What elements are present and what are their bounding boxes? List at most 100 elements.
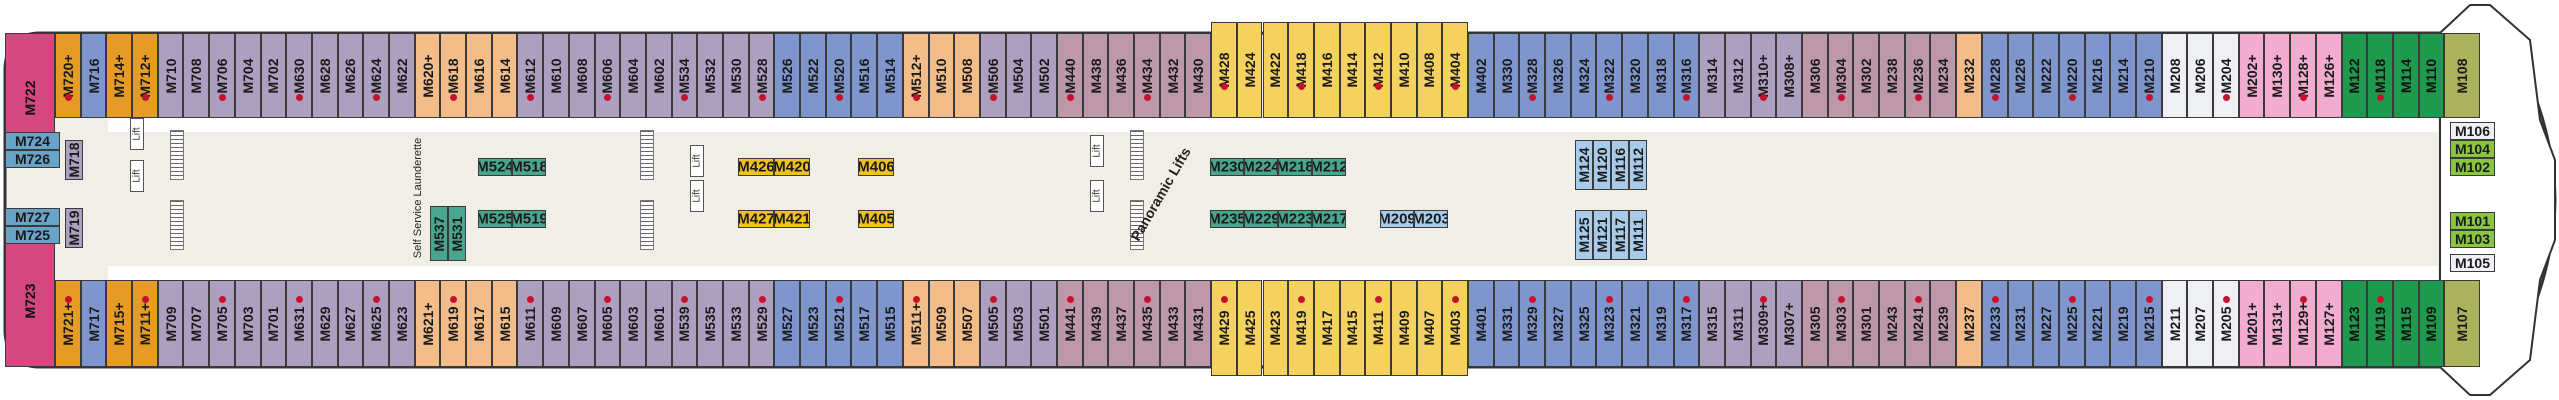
cabin-m436[interactable]: M436 (1108, 33, 1135, 118)
cabin-m224[interactable]: M224 (1244, 158, 1278, 176)
cabin-m440[interactable]: M440 (1056, 33, 1083, 118)
cabin-m531[interactable]: M531 (448, 206, 466, 261)
cabin-m720[interactable]: M720+ (55, 33, 81, 118)
cabin-m725[interactable]: M725 (5, 226, 60, 244)
cabin-m403[interactable]: M403 (1442, 280, 1469, 376)
cabin-m716[interactable]: M716 (80, 33, 107, 118)
cabin-m523[interactable]: M523 (800, 280, 826, 367)
cabin-m310[interactable]: M310+ (1750, 33, 1777, 118)
cabin-m411[interactable]: M411 (1365, 280, 1391, 376)
cabin-m437[interactable]: M437 (1108, 280, 1135, 367)
cabin-m239[interactable]: M239 (1930, 280, 1957, 367)
cabin-m423[interactable]: M423 (1262, 280, 1289, 376)
cabin-m629[interactable]: M629 (311, 280, 338, 367)
cabin-m238[interactable]: M238 (1879, 33, 1905, 118)
cabin-m404[interactable]: M404 (1442, 22, 1469, 118)
cabin-m218[interactable]: M218 (1278, 158, 1312, 176)
cabin-m104[interactable]: M104 (2450, 140, 2495, 158)
cabin-m618[interactable]: M618 (440, 33, 467, 118)
cabin-m327[interactable]: M327 (1545, 280, 1571, 367)
cabin-m421[interactable]: M421 (774, 210, 810, 228)
cabin-m727[interactable]: M727 (5, 208, 60, 226)
cabin-m527[interactable]: M527 (774, 280, 801, 367)
cabin-m726[interactable]: M726 (5, 150, 60, 168)
cabin-m120[interactable]: M120 (1593, 140, 1611, 190)
cabin-m427[interactable]: M427 (738, 210, 774, 228)
cabin-m324[interactable]: M324 (1570, 33, 1597, 118)
cabin-m210[interactable]: M210 (2136, 33, 2162, 118)
cabin-m316[interactable]: M316 (1673, 33, 1700, 118)
cabin-m419[interactable]: M419 (1288, 280, 1314, 376)
cabin-m608[interactable]: M608 (568, 33, 595, 118)
cabin-m609[interactable]: M609 (543, 280, 569, 367)
cabin-m422[interactable]: M422 (1262, 22, 1289, 118)
cabin-m232[interactable]: M232 (1956, 33, 1982, 118)
cabin-m510[interactable]: M510 (928, 33, 955, 118)
cabin-m308[interactable]: M308+ (1776, 33, 1803, 118)
cabin-m317[interactable]: M317 (1673, 280, 1700, 367)
cabin-m211[interactable]: M211 (2161, 280, 2188, 367)
cabin-m233[interactable]: M233 (1981, 280, 2008, 367)
cabin-m412[interactable]: M412 (1365, 22, 1391, 118)
cabin-m105[interactable]: M105 (2450, 254, 2495, 272)
cabin-m243[interactable]: M243 (1879, 280, 1905, 367)
cabin-m303[interactable]: M303 (1827, 280, 1854, 367)
cabin-m704[interactable]: M704 (234, 33, 261, 118)
cabin-m314[interactable]: M314 (1699, 33, 1725, 118)
cabin-m405[interactable]: M405 (858, 210, 894, 228)
cabin-m509[interactable]: M509 (928, 280, 955, 367)
cabin-m118[interactable]: M118 (2367, 33, 2393, 118)
cabin-m602[interactable]: M602 (645, 33, 672, 118)
cabin-m122[interactable]: M122 (2341, 33, 2368, 118)
cabin-m627[interactable]: M627 (337, 280, 364, 367)
cabin-m631[interactable]: M631 (286, 280, 312, 367)
cabin-m424[interactable]: M424 (1236, 22, 1263, 118)
cabin-m102[interactable]: M102 (2450, 158, 2495, 176)
cabin-m715[interactable]: M715+ (106, 280, 133, 367)
cabin-m319[interactable]: M319 (1647, 280, 1674, 367)
cabin-m535[interactable]: M535 (697, 280, 723, 367)
cabin-m408[interactable]: M408 (1416, 22, 1443, 118)
cabin-m117[interactable]: M117 (1611, 210, 1629, 260)
cabin-m235[interactable]: M235 (1210, 210, 1244, 228)
cabin-m626[interactable]: M626 (337, 33, 364, 118)
cabin-m622[interactable]: M622 (388, 33, 415, 118)
cabin-m401[interactable]: M401 (1468, 280, 1494, 367)
cabin-m611[interactable]: M611 (517, 280, 544, 367)
cabin-m323[interactable]: M323 (1596, 280, 1623, 367)
cabin-m603[interactable]: M603 (620, 280, 646, 367)
cabin-m621[interactable]: M621+ (414, 280, 441, 367)
cabin-m131[interactable]: M131+ (2264, 280, 2291, 367)
cabin-m305[interactable]: M305 (1802, 280, 1828, 367)
cabin-m406[interactable]: M406 (858, 158, 894, 176)
cabin-m708[interactable]: M708 (183, 33, 210, 118)
cabin-m525[interactable]: M525 (478, 210, 512, 228)
cabin-m326[interactable]: M326 (1545, 33, 1571, 118)
cabin-m331[interactable]: M331 (1493, 280, 1520, 367)
cabin-m126[interactable]: M126+ (2315, 33, 2342, 118)
cabin-m425[interactable]: M425 (1236, 280, 1263, 376)
cabin-m516[interactable]: M516 (851, 33, 878, 118)
cabin-m302[interactable]: M302 (1853, 33, 1880, 118)
cabin-m706[interactable]: M706 (209, 33, 235, 118)
cabin-m606[interactable]: M606 (594, 33, 621, 118)
cabin-m524[interactable]: M524 (478, 158, 512, 176)
cabin-m225[interactable]: M225 (2058, 280, 2085, 367)
cabin-m402[interactable]: M402 (1468, 33, 1494, 118)
cabin-m107[interactable]: M107 (2444, 280, 2480, 367)
cabin-m109[interactable]: M109 (2418, 280, 2445, 367)
cabin-m241[interactable]: M241 (1904, 280, 1931, 367)
cabin-m112[interactable]: M112 (1629, 140, 1647, 190)
cabin-m228[interactable]: M228 (1981, 33, 2008, 118)
cabin-m309[interactable]: M309+ (1750, 280, 1777, 367)
cabin-m203[interactable]: M203 (1414, 210, 1448, 228)
cabin-m433[interactable]: M433 (1159, 280, 1186, 367)
cabin-m719[interactable]: M719 (65, 208, 83, 248)
cabin-m209[interactable]: M209 (1380, 210, 1414, 228)
cabin-m121[interactable]: M121 (1593, 210, 1611, 260)
cabin-m435[interactable]: M435 (1134, 280, 1160, 367)
cabin-m534[interactable]: M534 (671, 33, 698, 118)
cabin-m504[interactable]: M504 (1005, 33, 1032, 118)
cabin-m318[interactable]: M318 (1647, 33, 1674, 118)
cabin-m304[interactable]: M304 (1827, 33, 1854, 118)
